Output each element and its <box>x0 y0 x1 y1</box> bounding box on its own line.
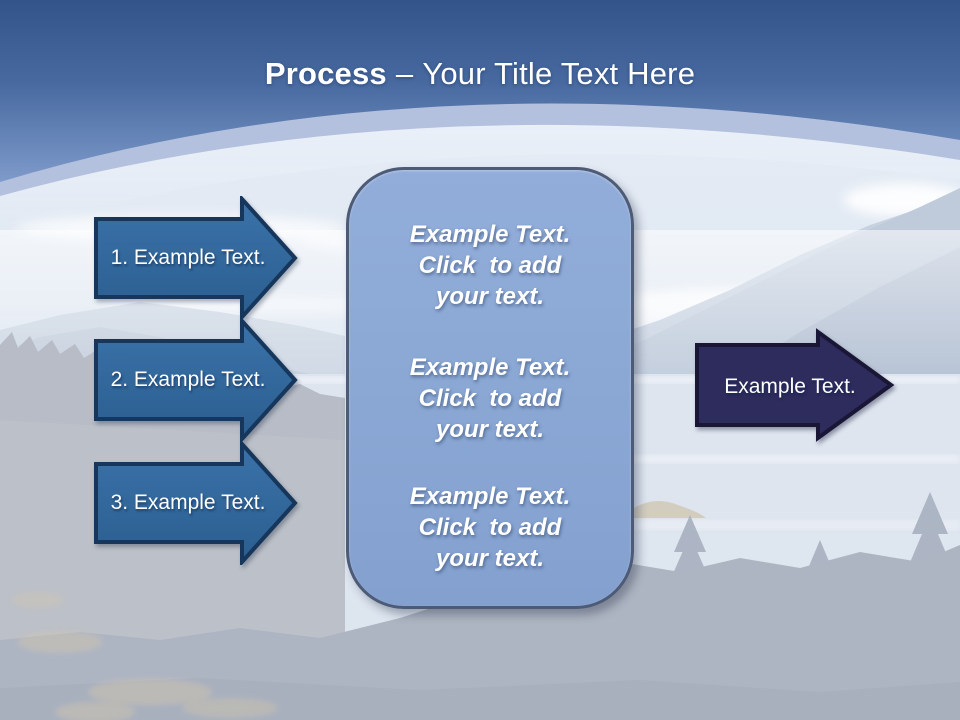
center-text-panel[interactable]: Example Text. Click to add your text. Ex… <box>346 167 634 609</box>
step-arrow-3-label: 3. Example Text. <box>110 491 266 514</box>
output-arrow-label: Example Text. <box>724 375 856 398</box>
text-line: Example Text. <box>409 354 571 381</box>
text-line: Click to add <box>418 385 562 412</box>
step-arrow-3-shape <box>94 441 298 565</box>
step-arrow-3[interactable]: 3. Example Text. <box>92 441 302 565</box>
canopy-highlights <box>12 592 278 720</box>
output-arrow[interactable]: Example Text. <box>692 328 897 446</box>
text-line: your text. <box>435 283 545 310</box>
text-line: Click to add <box>418 252 562 279</box>
step-arrow-1[interactable]: 1. Example Text. <box>92 196 302 320</box>
text-line: your text. <box>435 416 545 443</box>
text-line: Example Text. <box>409 221 571 248</box>
text-line: Click to add <box>418 514 562 541</box>
title-separator: – <box>395 56 414 91</box>
output-arrow-shape <box>695 328 895 442</box>
placeholder-text-block-3[interactable]: Example Text. Click to add your text. <box>349 481 631 574</box>
placeholder-text-block-2[interactable]: Example Text. Click to add your text. <box>349 352 631 445</box>
step-arrow-2-label: 2. Example Text. <box>110 368 266 391</box>
text-line: Example Text. <box>409 483 571 510</box>
text-line: your text. <box>435 545 545 572</box>
slide-title[interactable]: Process–Your Title Text Here <box>265 56 695 92</box>
step-arrow-2[interactable]: 2. Example Text. <box>92 318 302 442</box>
step-arrow-1-label: 1. Example Text. <box>110 246 266 269</box>
step-arrow-2-shape <box>94 318 298 442</box>
title-text: Your Title Text Here <box>422 56 696 91</box>
title-emphasis: Process <box>264 56 387 91</box>
placeholder-text-block-1[interactable]: Example Text. Click to add your text. <box>349 219 631 312</box>
